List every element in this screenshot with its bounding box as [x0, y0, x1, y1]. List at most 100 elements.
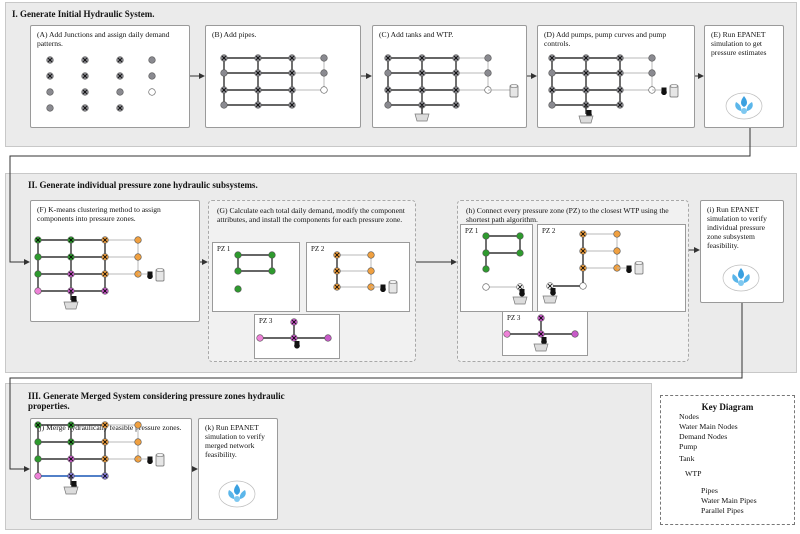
demand-node — [324, 334, 332, 342]
demand-node — [116, 88, 124, 96]
flow-arrows — [9, 73, 751, 472]
step-a-network — [46, 56, 156, 112]
legend-demand-nodes: Demand Nodes — [679, 432, 728, 441]
section-3-title: III. Generate Merged System considering … — [28, 391, 285, 411]
demand-node — [34, 455, 42, 463]
step-f-text: (F) K-means clustering method to assign … — [37, 205, 161, 223]
demand-node — [46, 88, 54, 96]
wtp-icon — [63, 486, 79, 495]
step-h-pz2-box: PZ 2 — [537, 224, 686, 312]
legend-pipes: Pipes — [701, 486, 718, 495]
step-i-text: (i) Run EPANET simulation to verify indi… — [707, 205, 767, 250]
step-h-text: (h) Connect every pressure zone (PZ) to … — [466, 206, 669, 224]
pz1-network — [234, 251, 276, 293]
step-g-pz1-box: PZ 1 — [212, 242, 300, 312]
demand-node — [34, 253, 42, 261]
step-j-card: (j) Merge hydraulically feasible pressur… — [30, 418, 192, 520]
pz3-label-h: PZ 3 — [507, 314, 521, 322]
step-d-text: (D) Add pumps, pump curves and pump cont… — [544, 30, 667, 48]
step-j-text: (j) Merge hydraulically feasible pressur… — [37, 423, 182, 432]
pz3-label: PZ 3 — [259, 317, 273, 325]
demand-node — [234, 285, 242, 293]
wtp-icon — [414, 113, 430, 122]
pz1-network-h — [482, 232, 528, 305]
step-b-text: (B) Add pipes. — [212, 30, 257, 39]
pump-icon — [519, 289, 525, 297]
step-f-card: (F) K-means clustering method to assign … — [30, 200, 200, 322]
legend-water-main-pipes: Water Main Pipes — [701, 496, 757, 505]
demand-node — [516, 249, 524, 257]
demand-node — [482, 249, 490, 257]
demand-node — [613, 247, 621, 255]
node — [579, 282, 587, 290]
step-e-text: (E) Run EPANET simulation to get pressur… — [711, 30, 767, 57]
legend-title: Key Diagram — [701, 402, 754, 412]
step-g-text: (G) Calculate each total daily demand, m… — [217, 206, 405, 224]
pz2-network — [333, 251, 398, 294]
legend-nodes: Nodes — [679, 412, 699, 421]
epanet-logo-icon — [722, 264, 760, 292]
legend-tank: Tank — [679, 454, 695, 463]
demand-node — [134, 253, 142, 261]
demand-node — [648, 54, 656, 62]
node — [482, 283, 490, 291]
key-diagram: Key Diagram Nodes Water Main Nodes Deman… — [660, 395, 795, 525]
demand-node — [148, 72, 156, 80]
legend-wtp: WTP — [685, 469, 702, 478]
demand-node — [571, 330, 579, 338]
wtp-icon — [512, 296, 528, 305]
pz2-label: PZ 2 — [311, 245, 325, 253]
epanet-logo-icon — [218, 480, 256, 508]
pz2-label-h: PZ 2 — [542, 227, 556, 235]
step-a-text: (A) Add Junctions and assign daily deman… — [37, 30, 170, 48]
demand-node — [367, 267, 375, 275]
demand-node — [256, 334, 264, 342]
demand-node — [320, 69, 328, 77]
epanet-logo-icon — [725, 92, 763, 120]
pump-icon — [294, 341, 300, 349]
pz1-label: PZ 1 — [217, 245, 231, 253]
demand-node — [484, 69, 492, 77]
pump-icon — [380, 284, 386, 293]
wtp-icon — [542, 295, 558, 304]
wtp-icon — [63, 301, 79, 310]
demand-node — [484, 54, 492, 62]
step-c-card: (C) Add tanks and WTP. — [372, 25, 527, 128]
demand-node — [613, 230, 621, 238]
demand-node — [384, 69, 392, 77]
pump-icon — [147, 271, 153, 280]
demand-node — [648, 69, 656, 77]
demand-node — [503, 330, 511, 338]
demand-node — [482, 232, 490, 240]
zone-network — [34, 236, 165, 310]
demand-node — [234, 267, 242, 275]
legend-water-main-nodes: Water Main Nodes — [679, 422, 738, 431]
demand-node — [384, 101, 392, 109]
demand-node — [367, 251, 375, 259]
pz1-label-h: PZ 1 — [465, 227, 479, 235]
pz2-network-h — [542, 230, 644, 304]
zone-network — [34, 421, 165, 495]
step-b-card: (B) Add pipes. — [205, 25, 361, 128]
demand-node — [268, 251, 276, 259]
pz3-network-h — [503, 314, 579, 352]
node — [148, 88, 156, 96]
legend-parallel-pipes: Parallel Pipes — [701, 506, 744, 515]
demand-node — [516, 232, 524, 240]
demand-node — [482, 265, 490, 273]
grid-network — [548, 54, 679, 124]
demand-node — [34, 438, 42, 446]
demand-node — [46, 104, 54, 112]
wtp-icon — [578, 115, 594, 124]
demand-node — [34, 472, 42, 480]
step-d-card: (D) Add pumps, pump curves and pump cont… — [537, 25, 695, 128]
step-a-card: (A) Add Junctions and assign daily deman… — [30, 25, 190, 128]
demand-node — [268, 267, 276, 275]
demand-node — [148, 56, 156, 64]
step-k-text: (k) Run EPANET simulation to verify merg… — [205, 423, 265, 459]
pump-icon — [550, 288, 556, 296]
demand-node — [548, 69, 556, 77]
wtp-icon — [533, 343, 549, 352]
demand-node — [548, 101, 556, 109]
